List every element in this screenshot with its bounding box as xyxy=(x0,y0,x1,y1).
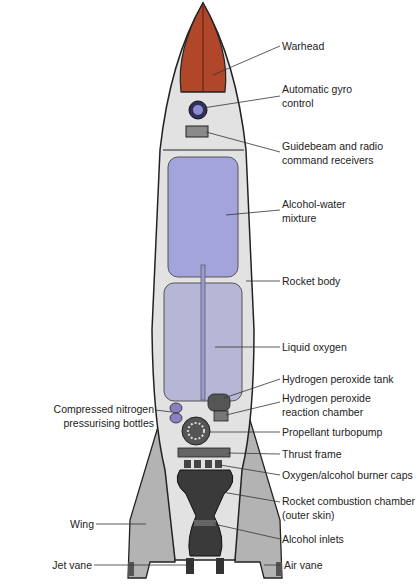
warhead-seam xyxy=(203,6,204,92)
leader-line xyxy=(264,565,279,566)
air-vane xyxy=(276,562,282,576)
leader-line xyxy=(214,524,280,539)
warhead xyxy=(180,3,226,92)
gyro xyxy=(189,101,207,119)
part-label: Wing xyxy=(40,517,94,531)
nitrogen-bottle xyxy=(170,413,182,423)
air-vane xyxy=(128,562,134,576)
part-label: Rocket body xyxy=(282,274,402,288)
burner-cap xyxy=(215,460,222,468)
burner-cap xyxy=(184,460,191,468)
section-line xyxy=(181,91,225,92)
turbopump xyxy=(182,417,210,445)
part-label: Jet vane xyxy=(20,558,92,572)
burner-cap xyxy=(194,460,201,468)
part-label: Automatic gyro control xyxy=(282,82,372,110)
part-label: Warhead xyxy=(282,39,402,53)
alcohol-pipe xyxy=(201,265,205,400)
thrust-frame xyxy=(178,448,230,457)
part-label: Guidebeam and radio command receivers xyxy=(282,139,394,167)
part-label: Hydrogen peroxide tank xyxy=(282,372,418,386)
leader-lines xyxy=(94,46,280,565)
leader-line xyxy=(203,96,280,108)
leader-line xyxy=(226,210,280,215)
part-label: Alcohol-water mixture xyxy=(282,197,364,225)
part-label: Propellant turbopump xyxy=(282,425,418,439)
part-label: Oxygen/alcohol burner caps xyxy=(282,468,418,482)
part-label: Liquid oxygen xyxy=(282,340,402,354)
leader-line xyxy=(224,379,280,398)
part-label: Compressed nitrogen pressurising bottles xyxy=(18,402,154,430)
leader-line xyxy=(96,524,146,525)
part-label: Hydrogen peroxide reaction chamber xyxy=(282,391,392,419)
leader-line xyxy=(279,565,280,566)
section-line xyxy=(163,150,244,151)
gyro-core xyxy=(193,105,203,115)
leader-line xyxy=(228,453,280,454)
leader-line xyxy=(155,410,172,412)
leader-line xyxy=(220,465,280,475)
leader-line xyxy=(213,46,280,75)
part-label: Air vane xyxy=(284,558,384,572)
alcohol-inlet xyxy=(194,520,216,526)
leader-line xyxy=(246,281,280,282)
peroxide-tank xyxy=(208,394,230,411)
receiver-box xyxy=(186,126,208,137)
part-label: Thrust frame xyxy=(282,447,402,461)
leader-line xyxy=(210,432,280,433)
reaction-chamber xyxy=(214,411,228,421)
combustion-chamber xyxy=(177,470,233,556)
part-label: Rocket combustion chamber (outer skin) xyxy=(282,494,416,522)
jet-vane xyxy=(186,558,194,574)
leader-line xyxy=(94,565,188,566)
burner-cap xyxy=(205,460,212,468)
leader-line xyxy=(215,347,280,348)
leader-line xyxy=(226,402,280,415)
leader-line xyxy=(222,492,280,502)
part-label: Alcohol inlets xyxy=(282,532,402,546)
turbopump-rotor xyxy=(188,423,204,439)
jet-vane xyxy=(216,558,224,574)
nitrogen-bottle xyxy=(170,403,182,413)
leader-line xyxy=(206,132,280,152)
rocket-body xyxy=(152,3,254,560)
alcohol-tank xyxy=(168,157,238,277)
